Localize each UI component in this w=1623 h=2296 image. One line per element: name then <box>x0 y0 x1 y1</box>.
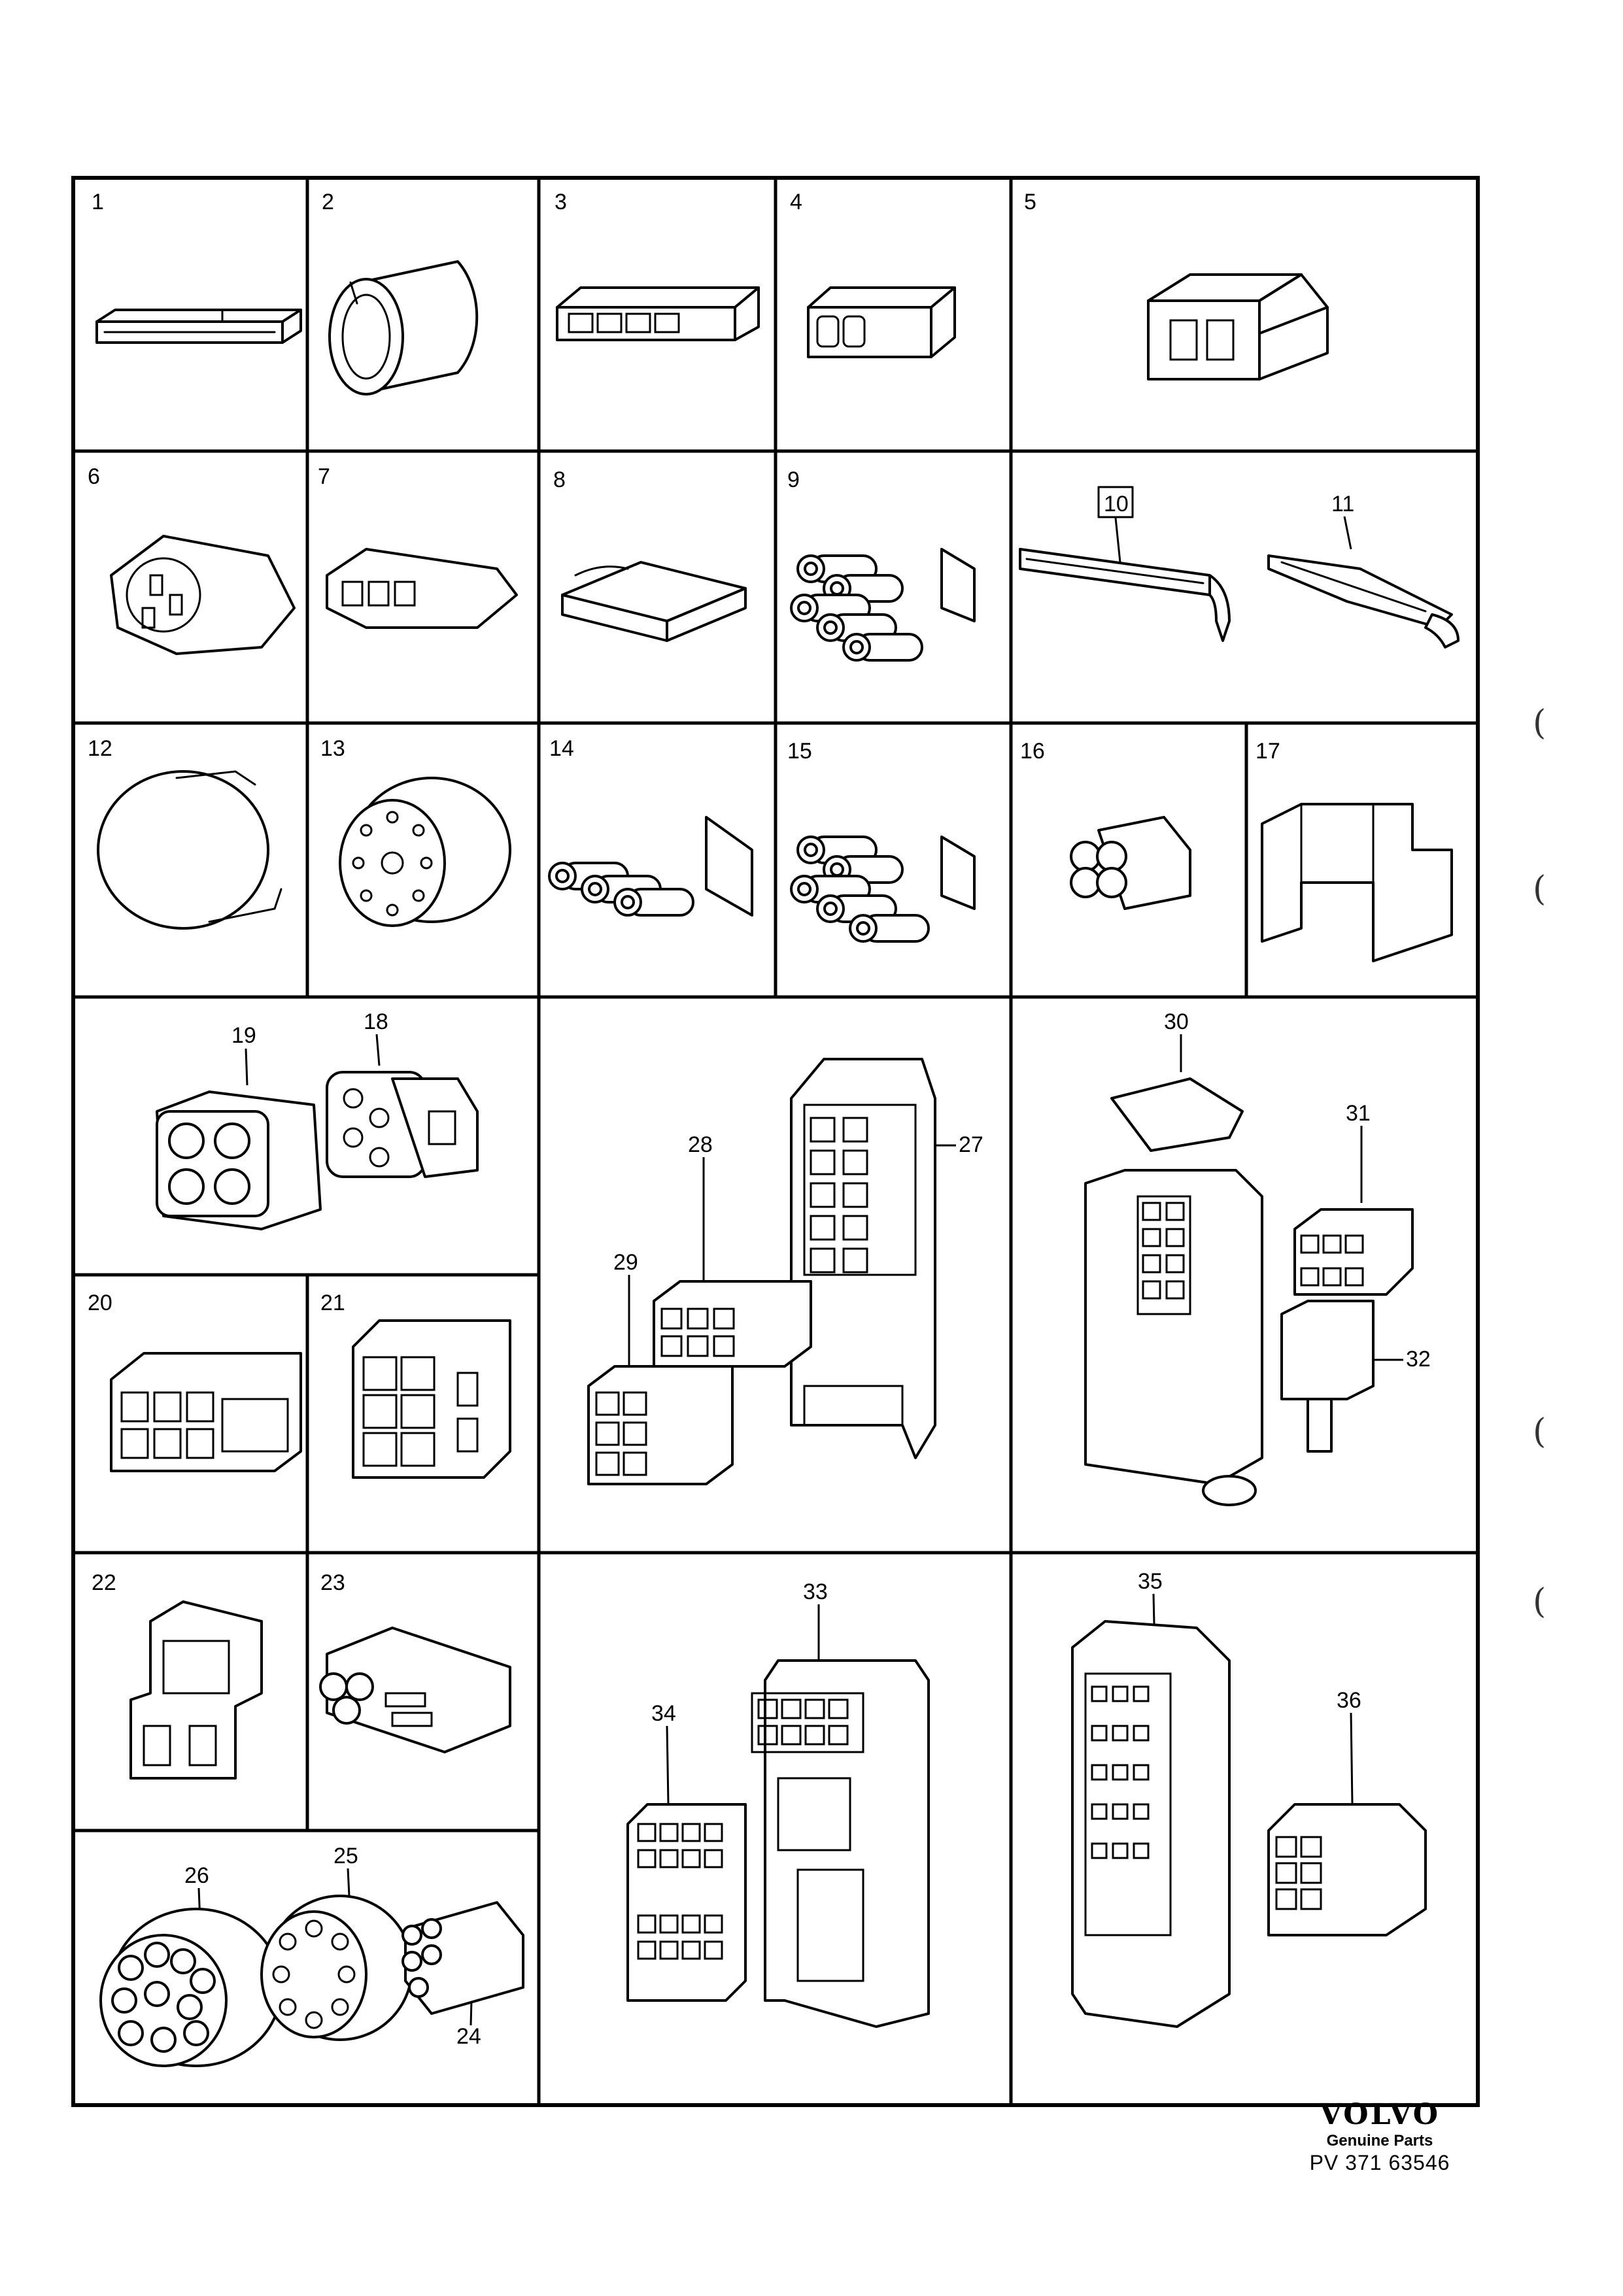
genuine-parts-tagline: Genuine Parts <box>1326 2132 1433 2150</box>
part-32-connector <box>1280 1300 1375 1453</box>
part-13-round-connector <box>339 777 511 927</box>
label-22: 22 <box>92 1570 116 1595</box>
part-5-housing <box>1147 273 1329 380</box>
margin-mark-2: ( <box>1533 869 1546 909</box>
label-12: 12 <box>88 736 112 761</box>
label-14: 14 <box>549 736 574 761</box>
margin-mark-1: ( <box>1533 703 1546 743</box>
label-20: 20 <box>88 1291 112 1315</box>
part-17-housing <box>1261 803 1453 962</box>
part-36-connector <box>1267 1803 1427 1936</box>
part-14-connector <box>548 816 753 917</box>
label-30: 30 <box>1164 1009 1189 1034</box>
label-27: 27 <box>959 1132 983 1157</box>
cell-labels: 1 2 3 4 5 6 7 8 9 10 11 12 13 14 15 16 1… <box>88 190 1431 2049</box>
label-16: 16 <box>1020 739 1045 764</box>
part-33-housing <box>751 1659 930 2028</box>
part-28-connector <box>653 1280 812 1368</box>
part-35-housing <box>1071 1620 1231 2028</box>
drawing-code: PV 371 63546 <box>1309 2151 1450 2174</box>
label-17: 17 <box>1256 739 1280 764</box>
label-19: 19 <box>231 1023 256 1048</box>
part-18-connector <box>326 1071 479 1178</box>
grid-lines <box>73 178 1478 2105</box>
label-34: 34 <box>651 1701 676 1726</box>
part-34-connector <box>626 1803 747 2002</box>
part-6-connector <box>110 535 296 655</box>
label-5: 5 <box>1024 190 1036 214</box>
part-26-round-connector <box>99 1908 282 2067</box>
part-12-cap <box>97 770 282 930</box>
label-24: 24 <box>456 2024 481 2049</box>
part-7-connector <box>326 548 518 629</box>
part-27-housing <box>790 1058 936 1459</box>
label-8: 8 <box>553 467 566 492</box>
label-28: 28 <box>688 1132 713 1157</box>
label-2: 2 <box>322 190 334 214</box>
part-8-connector <box>561 561 747 642</box>
label-29: 29 <box>613 1250 638 1275</box>
label-10: 10 <box>1104 492 1129 516</box>
label-13: 13 <box>320 736 345 761</box>
label-1: 1 <box>92 190 104 214</box>
part-24-insert <box>401 1901 524 2015</box>
part-20-connector <box>110 1352 302 1472</box>
part-15-connector <box>790 836 976 943</box>
part-19-connector <box>156 1090 322 1230</box>
label-26: 26 <box>184 1863 209 1888</box>
part-3-housing <box>556 286 760 341</box>
label-35: 35 <box>1138 1569 1163 1594</box>
part-10-terminal-strip <box>1019 548 1231 642</box>
part-22-housing <box>129 1600 263 1780</box>
part-4-housing <box>807 286 956 358</box>
label-25: 25 <box>333 1844 358 1868</box>
label-15: 15 <box>787 739 812 764</box>
volvo-logo: VOLVO <box>1319 2098 1441 2131</box>
label-21: 21 <box>320 1291 345 1315</box>
part-11-terminal <box>1267 554 1460 649</box>
margin-mark-4: ( <box>1533 1582 1546 1621</box>
part-9-connector <box>790 548 976 662</box>
label-9: 9 <box>787 467 800 492</box>
part-1-flat-terminal <box>95 309 302 344</box>
part-30-housing <box>1084 1077 1263 1506</box>
label-31: 31 <box>1346 1101 1371 1126</box>
volvo-branding: VOLVO Genuine Parts <box>1301 2099 1458 2151</box>
part-25-ring <box>260 1895 413 2041</box>
label-4: 4 <box>790 190 802 214</box>
label-36: 36 <box>1337 1688 1361 1713</box>
part-21-connector <box>352 1319 511 1479</box>
label-3: 3 <box>555 190 567 214</box>
label-18: 18 <box>364 1009 388 1034</box>
label-32: 32 <box>1406 1347 1431 1372</box>
part-23-connector <box>319 1627 511 1753</box>
part-29-connector <box>587 1365 734 1485</box>
part-2-sleeve <box>328 260 479 396</box>
label-6: 6 <box>88 464 100 489</box>
label-11: 11 <box>1331 492 1354 516</box>
part-31-connector <box>1293 1208 1414 1296</box>
part-16-connector <box>1070 816 1191 910</box>
label-23: 23 <box>320 1570 345 1595</box>
label-33: 33 <box>803 1579 828 1604</box>
margin-mark-3: ( <box>1533 1412 1546 1451</box>
label-7: 7 <box>318 464 330 489</box>
